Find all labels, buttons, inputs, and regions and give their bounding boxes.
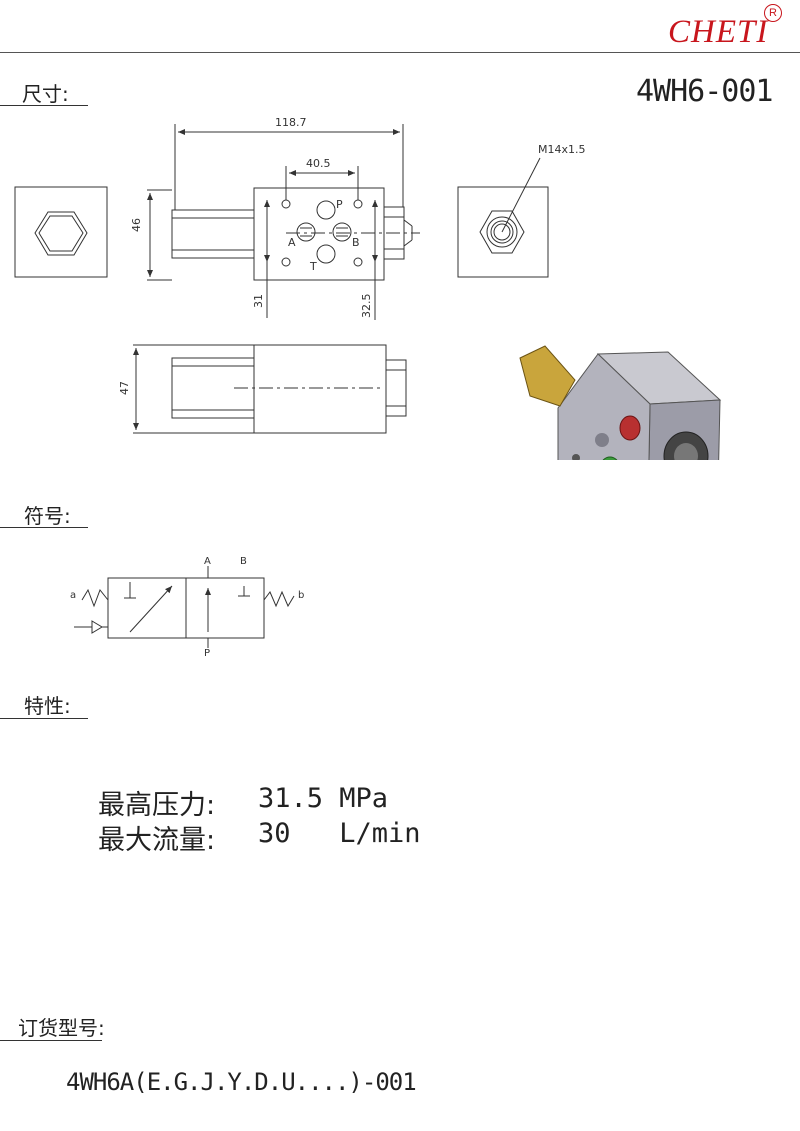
spec-max-pressure-label: 最高压力:	[98, 790, 216, 821]
symbol-b-label: b	[298, 590, 304, 601]
dimension-drawing: 118.7 40.5 46 31 32.5 47 M14x1.5 P A B T	[14, 116, 722, 460]
dim-spacing-label: 40.5	[306, 157, 331, 170]
section-ordering-title: 订货型号:	[18, 1016, 105, 1040]
section-dimensions-title: 尺寸:	[22, 82, 69, 106]
symbol-port-b-label: B	[240, 556, 247, 567]
model-code: 4WH6-001	[636, 74, 773, 109]
port-b-label: B	[352, 236, 360, 249]
dim-right-offset-label: 32.5	[360, 294, 373, 319]
hydraulic-symbol: a b A B P	[70, 556, 304, 659]
header-rule	[0, 52, 800, 53]
spec-max-flow-label: 最大流量:	[98, 825, 216, 856]
section-underline	[0, 527, 88, 528]
section-underline	[0, 718, 88, 719]
spec-max-pressure-value: 31.5 MPa	[258, 783, 389, 814]
dim-left-offset-label: 31	[252, 294, 265, 308]
thread-label: M14x1.5	[538, 143, 586, 156]
spec-max-flow-value: 30 L/min	[258, 818, 421, 849]
section-symbol-title: 符号:	[24, 504, 71, 528]
port-t-label: T	[309, 260, 317, 273]
port-p-label: P	[336, 198, 343, 211]
dim-length-label: 118.7	[275, 116, 307, 129]
symbol-a-label: a	[70, 590, 76, 601]
brand-logo: CHETI	[668, 14, 769, 50]
section-underline	[0, 1040, 102, 1041]
dim-height-front-label: 46	[130, 218, 143, 232]
dim-height-side-label: 47	[118, 381, 131, 395]
symbol-port-p-label: P	[204, 648, 210, 659]
order-code: 4WH6A(E.G.J.Y.D.U....)-001	[66, 1068, 417, 1096]
section-underline	[0, 105, 88, 106]
section-characteristics-title: 特性:	[24, 694, 71, 718]
registered-mark: R	[764, 4, 782, 22]
symbol-port-a-label: A	[204, 556, 211, 567]
valve-3d-render	[519, 345, 722, 460]
port-a-label: A	[288, 236, 296, 249]
